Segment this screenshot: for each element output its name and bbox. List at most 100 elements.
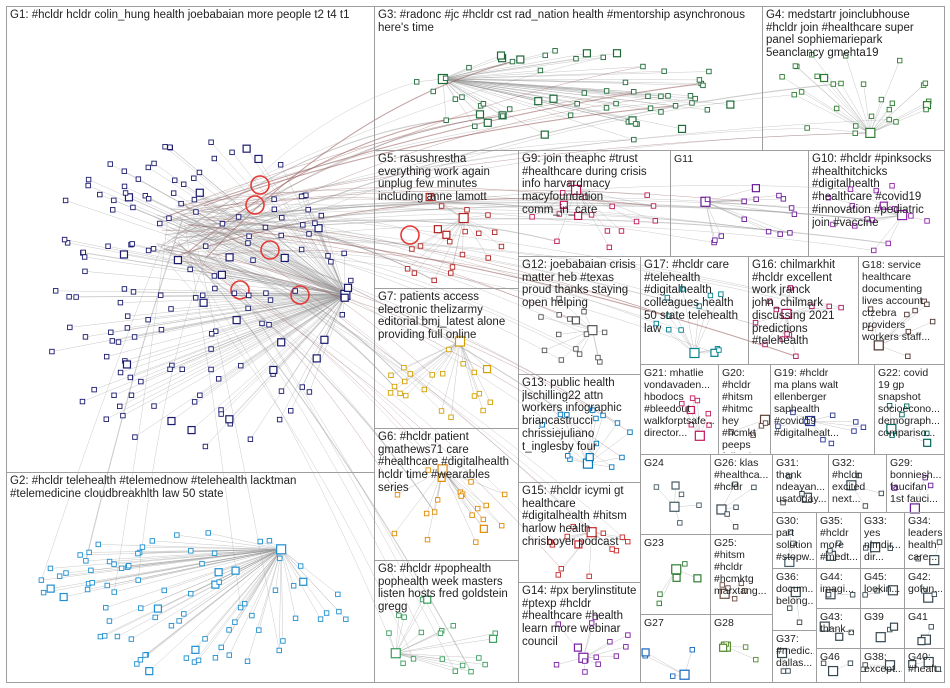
node (541, 347, 548, 354)
node (606, 244, 613, 251)
edge (552, 531, 592, 546)
node (257, 538, 263, 545)
node (912, 307, 918, 314)
node (471, 369, 478, 376)
node (174, 532, 180, 538)
edge (172, 239, 435, 513)
edge (280, 549, 304, 582)
edge (852, 205, 903, 216)
node (176, 618, 182, 624)
node (249, 612, 255, 619)
node (241, 600, 248, 607)
edge (540, 316, 593, 331)
node (448, 414, 454, 420)
group-box-g27 (640, 614, 711, 683)
node (424, 536, 431, 543)
node (417, 243, 424, 249)
node (323, 610, 330, 616)
node (179, 366, 185, 373)
node (936, 539, 943, 545)
node (132, 434, 138, 440)
edge (395, 652, 443, 660)
node (742, 644, 749, 650)
node (915, 556, 921, 562)
edge (705, 201, 792, 209)
node (145, 316, 151, 323)
node (187, 266, 193, 273)
node (852, 223, 858, 229)
nodes-layer (38, 48, 943, 680)
node (790, 409, 796, 416)
node (153, 604, 163, 613)
edge (113, 294, 346, 396)
node (59, 592, 68, 602)
node (157, 220, 163, 227)
group-box-g33 (860, 512, 905, 569)
node (689, 100, 695, 106)
node (117, 369, 124, 376)
node (129, 241, 135, 247)
node (142, 193, 149, 199)
node (272, 587, 279, 593)
node (425, 467, 431, 473)
node (549, 94, 558, 103)
node (835, 632, 844, 641)
edge (795, 65, 871, 134)
node (612, 49, 622, 58)
node (276, 544, 287, 555)
group-boxes-layer (6, 6, 945, 683)
node (650, 203, 657, 209)
node (870, 542, 881, 553)
node (403, 392, 409, 399)
edge (182, 258, 553, 546)
node (848, 629, 854, 636)
node (277, 338, 286, 347)
node (603, 105, 610, 111)
node (777, 231, 783, 237)
node (779, 336, 785, 342)
edge (124, 294, 346, 362)
node (202, 636, 208, 642)
node (856, 472, 862, 479)
node (671, 481, 680, 490)
edge (195, 139, 634, 231)
node (904, 311, 910, 318)
group-box-g12 (518, 256, 641, 375)
node (418, 629, 425, 636)
edge (185, 206, 592, 533)
node (597, 359, 603, 365)
node (665, 93, 671, 99)
node (604, 228, 611, 234)
node (193, 209, 199, 215)
edge (583, 655, 617, 659)
node (696, 303, 703, 309)
node (396, 612, 402, 619)
node (340, 293, 349, 302)
node (292, 288, 298, 294)
node (574, 100, 580, 107)
node (193, 295, 199, 301)
edge (810, 420, 864, 428)
node (885, 240, 891, 247)
node (299, 384, 305, 390)
node (447, 238, 453, 245)
node (627, 429, 633, 435)
node (887, 545, 893, 551)
edge (682, 288, 695, 354)
node (152, 614, 158, 621)
edge (442, 53, 587, 80)
node (560, 190, 566, 196)
node (89, 580, 95, 586)
edge (187, 224, 797, 357)
node (704, 196, 711, 203)
node (106, 558, 113, 565)
node (801, 492, 813, 503)
edge (194, 294, 346, 403)
node (80, 249, 86, 256)
node (752, 319, 759, 326)
edge (137, 242, 213, 581)
edge (156, 250, 414, 659)
node (862, 503, 869, 509)
node (886, 106, 893, 113)
